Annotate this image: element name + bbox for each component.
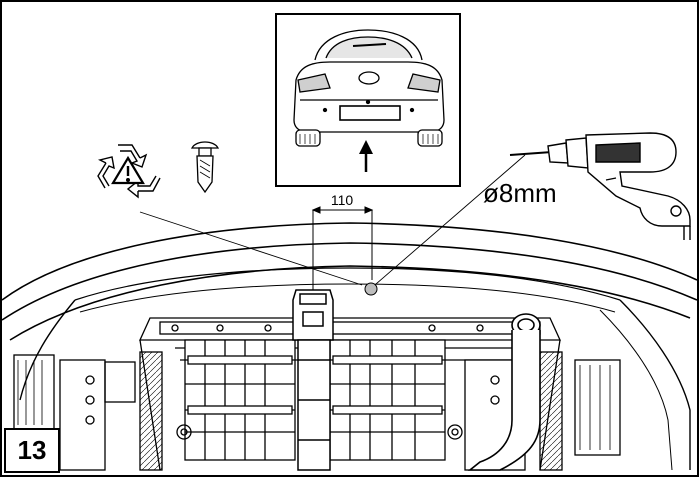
- step-number-badge: 13: [4, 428, 60, 473]
- leader-line-drill: [375, 154, 526, 285]
- drill-icon: [509, 132, 691, 240]
- drill-size-label: ø8mm: [483, 178, 557, 208]
- leader-line-clip: [139, 211, 363, 286]
- center-tow-bracket: [292, 289, 334, 471]
- push-clip-icon: [190, 141, 220, 194]
- dimension-label: 110: [331, 192, 354, 208]
- dimension-marker: [311, 206, 374, 290]
- car-rear-inset: [275, 13, 461, 187]
- drill-hole-mark: [364, 282, 378, 296]
- right-grid-panel: [329, 339, 446, 461]
- rear-bumper-illustration: [1, 222, 698, 471]
- exhaust-pipe: [467, 313, 541, 471]
- left-chassis: [13, 351, 192, 471]
- recycle-warning-icon: [97, 144, 161, 199]
- car-rear-view: [293, 29, 445, 147]
- arrow-up-icon: [359, 140, 373, 172]
- left-grid-panel: [184, 339, 296, 461]
